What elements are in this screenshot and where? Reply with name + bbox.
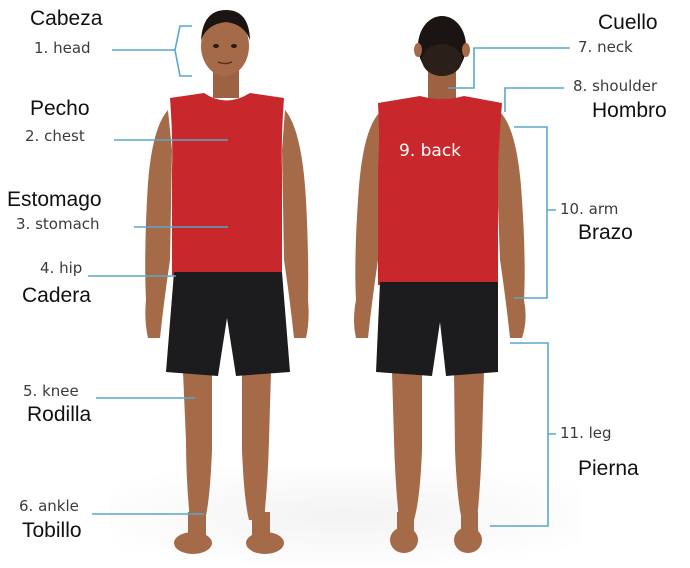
ankle-label-en: 6. ankle	[19, 499, 79, 514]
front-black-shorts	[166, 272, 290, 376]
shoulder-leader	[505, 88, 564, 112]
back-black-shorts	[376, 282, 498, 376]
arm-label-en: 10. arm	[560, 202, 618, 217]
shoulder-label-es: Hombro	[592, 100, 667, 121]
leg-label-en: 11. leg	[560, 426, 612, 441]
arm-label-es: Brazo	[578, 222, 633, 243]
hip-label-en: 4. hip	[40, 261, 82, 276]
ankle-label-es: Tobillo	[22, 520, 82, 541]
back-left-arm	[354, 112, 382, 338]
back-label: 9. back	[399, 143, 461, 160]
front-right-arm	[282, 110, 309, 338]
chest-label-en: 2. chest	[25, 129, 85, 144]
knee-label-es: Rodilla	[27, 404, 91, 425]
leg-label-es: Pierna	[578, 458, 639, 479]
hip-label-es: Cadera	[22, 285, 91, 306]
neck-label-en: 7. neck	[578, 40, 633, 55]
head-label-en: 1. head	[34, 41, 91, 56]
head-label-es: Cabeza	[30, 8, 102, 29]
head-leader	[112, 26, 192, 76]
front-left-arm	[145, 110, 172, 338]
knee-label-en: 5. knee	[23, 384, 79, 399]
stomach-label-es: Estomago	[7, 189, 102, 210]
shoulder-label-en: 8. shoulder	[573, 79, 657, 94]
back-red-shirt	[378, 96, 502, 285]
stomach-label-en: 3. stomach	[16, 217, 100, 232]
front-red-shirt	[170, 93, 284, 275]
neck-label-es: Cuello	[598, 12, 658, 33]
chest-label-es: Pecho	[30, 98, 90, 119]
back-right-arm	[496, 112, 526, 338]
